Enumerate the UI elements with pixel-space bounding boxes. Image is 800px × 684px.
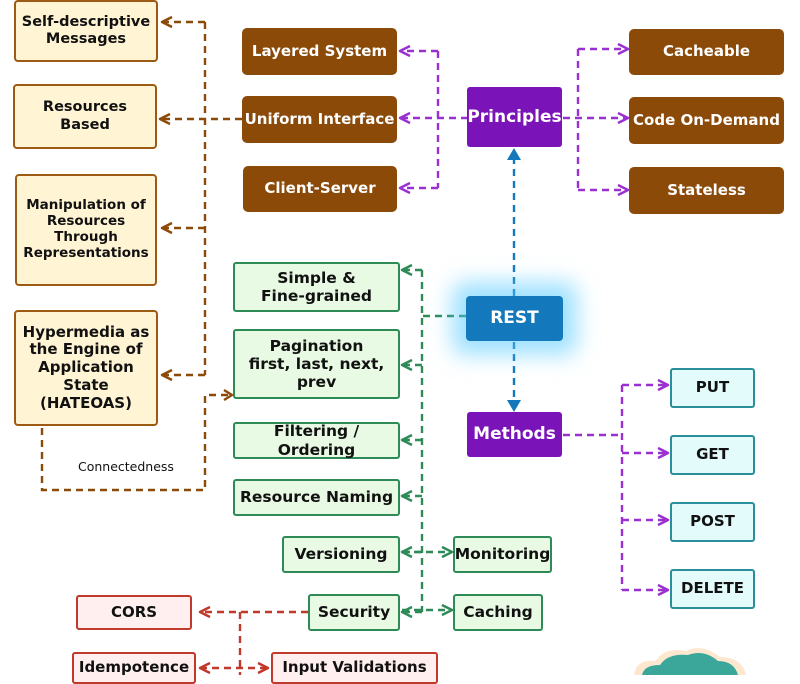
blue-arrowheads [507,148,521,412]
red-connectors [200,610,308,675]
uniform-interface-node: Uniform Interface [242,96,397,143]
cacheable-node: Cacheable [629,29,784,75]
hateoas-node: Hypermedia as the Engine of Application … [14,310,158,426]
idempotence-node: Idempotence [72,652,196,684]
self-descriptive-messages-node: Self-descriptive Messages [14,0,158,62]
monitoring-node: Monitoring [453,536,552,573]
stateless-node: Stateless [629,167,784,214]
methods-node: Methods [467,412,562,457]
principles-node: Principles [467,87,562,147]
put-method-node: PUT [670,368,755,408]
purple-connectors [400,47,668,592]
rest-node: REST [466,296,563,341]
brown-arrowheads [158,15,234,402]
layered-system-node: Layered System [242,28,397,75]
caching-node: Caching [453,594,543,631]
filtering-ordering-node: Filtering / Ordering [233,422,400,459]
code-on-demand-node: Code On-Demand [629,97,784,144]
simple-fine-grained-node: Simple & Fine-grained [233,262,400,312]
get-method-node: GET [670,435,755,475]
client-server-node: Client-Server [243,166,397,212]
resources-based-node: Resources Based [13,84,157,149]
cors-node: CORS [76,595,192,630]
cloud-icon [634,648,746,675]
purple-arrowheads [398,42,670,597]
versioning-node: Versioning [282,536,400,573]
green-arrowheads [400,263,454,619]
resource-naming-node: Resource Naming [233,479,400,516]
post-method-node: POST [670,502,755,542]
connectedness-label: Connectedness [78,459,174,474]
red-arrowheads [198,605,270,675]
security-node: Security [308,594,400,631]
pagination-node: Pagination first, last, next, prev [233,329,400,399]
input-validations-node: Input Validations [271,652,438,684]
manipulation-of-resources-node: Manipulation of Resources Through Repres… [15,174,157,286]
brown-connectors [40,20,242,492]
green-connectors [402,268,466,614]
delete-method-node: DELETE [670,569,755,609]
